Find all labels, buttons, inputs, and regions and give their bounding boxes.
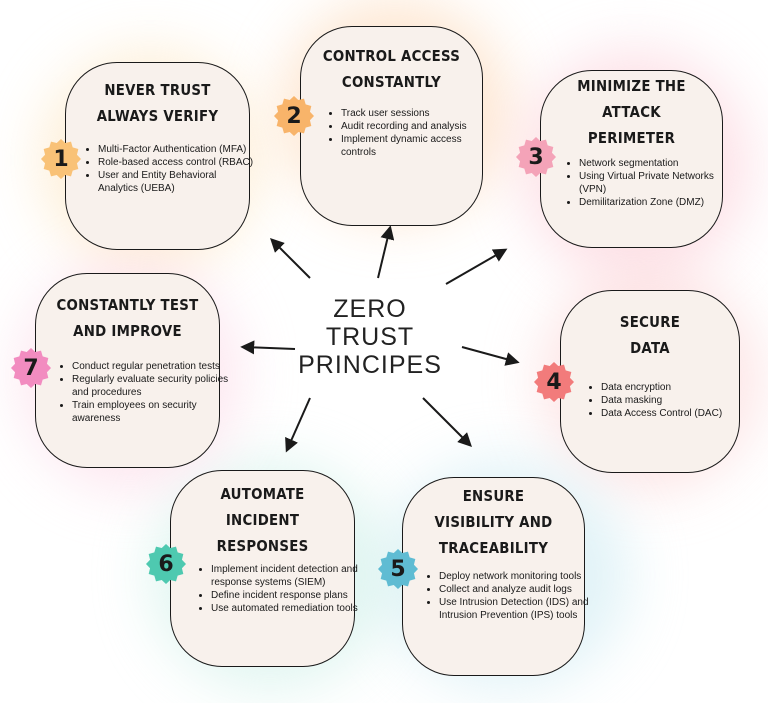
principle-2-item: Audit recording and analysis xyxy=(341,120,491,133)
principle-7-title: CONSTANTLY TEST AND IMPROVE xyxy=(56,296,199,340)
arrow-to-1 xyxy=(270,238,311,279)
principle-3-item: Using Virtual Private Networks (VPN) xyxy=(579,170,729,196)
principle-2-list: Track user sessions Audit recording and … xyxy=(327,107,491,159)
principle-1-badge: 1 xyxy=(40,138,82,180)
arrow-to-7 xyxy=(240,340,296,355)
principle-5-item: Collect and analyze audit logs xyxy=(439,583,591,596)
principle-card-3: MINIMIZE THE ATTACK PERIMETER Network se… xyxy=(540,70,723,248)
principle-4-title: SECURE DATA xyxy=(619,313,681,357)
arrow-to-2 xyxy=(377,225,395,279)
center-title: ZERO TRUST PRINCIPES xyxy=(285,295,455,379)
principle-3-item: Demilitarization Zone (DMZ) xyxy=(579,196,729,209)
principle-3-title: MINIMIZE THE ATTACK PERIMETER xyxy=(577,77,686,147)
principle-3-list: Network segmentation Using Virtual Priva… xyxy=(565,157,729,209)
arrow-to-6 xyxy=(285,397,311,453)
principle-4-item: Data masking xyxy=(601,394,751,407)
principle-card-2: CONTROL ACCESS CONSTANTLY Track user ses… xyxy=(300,26,483,226)
principle-5-badge: 5 xyxy=(377,548,419,590)
center-line-3: PRINCIPES xyxy=(298,351,442,379)
principle-6-item: Implement incident detection and respons… xyxy=(211,563,363,589)
principle-1-item: User and Entity Behavioral Analytics (UE… xyxy=(98,169,258,195)
principle-3-item: Network segmentation xyxy=(579,157,729,170)
principle-7-item: Train employees on security awareness xyxy=(72,399,230,425)
principle-7-badge: 7 xyxy=(10,347,52,389)
principle-6-title: AUTOMATE INCIDENT RESPONSES xyxy=(216,485,309,555)
principle-card-6: AUTOMATE INCIDENT RESPONSES Implement in… xyxy=(170,470,358,667)
principle-5-list: Deploy network monitoring tools Collect … xyxy=(425,570,591,622)
principle-1-title: NEVER TRUST ALWAYS VERIFY xyxy=(96,81,219,125)
principle-1-item: Role-based access control (RBAC) xyxy=(98,156,258,169)
principle-1-list: Multi-Factor Authentication (MFA) Role-b… xyxy=(84,143,258,195)
principle-2-badge: 2 xyxy=(273,95,315,137)
principle-4-badge: 4 xyxy=(533,361,575,403)
principle-4-item: Data Access Control (DAC) xyxy=(601,407,751,420)
principle-7-list: Conduct regular penetration tests Regula… xyxy=(58,360,230,425)
principle-6-item: Define incident response plans xyxy=(211,589,363,602)
principle-1-item: Multi-Factor Authentication (MFA) xyxy=(98,143,258,156)
principle-card-7: CONSTANTLY TEST AND IMPROVE Conduct regu… xyxy=(35,273,228,468)
principle-card-5: ENSURE VISIBILITY AND TRACEABILITY Deplo… xyxy=(402,477,589,676)
principle-2-item: Track user sessions xyxy=(341,107,491,120)
arrow-to-5 xyxy=(422,397,472,447)
principle-6-badge: 6 xyxy=(145,543,187,585)
principle-4-item: Data encryption xyxy=(601,381,751,394)
principle-7-item: Regularly evaluate security policies and… xyxy=(72,373,230,399)
principle-2-title: CONTROL ACCESS CONSTANTLY xyxy=(322,47,461,91)
principle-card-1: NEVER TRUST ALWAYS VERIFY Multi-Factor A… xyxy=(65,62,253,250)
principle-5-item: Use Intrusion Detection (IDS) and Intrus… xyxy=(439,596,591,622)
center-line-1: ZERO xyxy=(333,295,407,323)
principle-6-item: Use automated remediation tools xyxy=(211,602,363,615)
arrow-to-4 xyxy=(461,346,520,366)
center-line-2: TRUST xyxy=(325,323,415,351)
arrow-to-3 xyxy=(445,248,508,285)
principle-3-badge: 3 xyxy=(515,136,557,178)
principle-4-list: Data encryption Data masking Data Access… xyxy=(587,381,751,420)
principle-7-item: Conduct regular penetration tests xyxy=(72,360,230,373)
principle-5-item: Deploy network monitoring tools xyxy=(439,570,591,583)
principle-6-list: Implement incident detection and respons… xyxy=(197,563,363,615)
principle-5-title: ENSURE VISIBILITY AND TRACEABILITY xyxy=(434,487,553,557)
principle-2-item: Implement dynamic access controls xyxy=(341,133,491,159)
principle-card-4: SECURE DATA Data encryption Data masking… xyxy=(560,290,740,473)
